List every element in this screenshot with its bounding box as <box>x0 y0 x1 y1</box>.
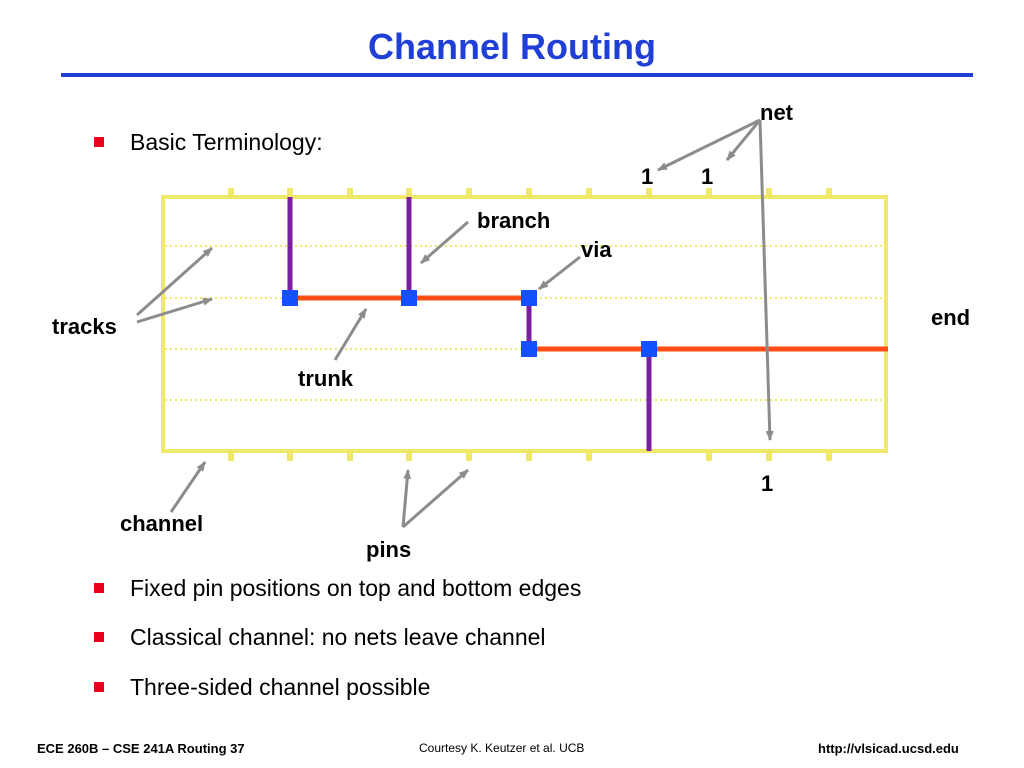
tracks <box>165 245 884 401</box>
top-pin <box>706 188 712 197</box>
top-pin <box>586 188 592 197</box>
via-square <box>521 290 537 306</box>
via-square <box>282 290 298 306</box>
channel-box <box>161 195 888 453</box>
bullet-text: Fixed pin positions on top and bottom ed… <box>130 575 582 601</box>
tracks-arrow <box>136 297 213 324</box>
bottom-pin <box>287 451 293 461</box>
bottom-pins <box>228 451 832 461</box>
branch-arrow <box>420 220 469 265</box>
via-square <box>521 341 537 357</box>
via-square <box>401 290 417 306</box>
label-top-pin-1: 1 <box>641 164 653 189</box>
label-via: via <box>581 237 612 262</box>
label-pins: pins <box>366 537 411 562</box>
bullet-text: Three-sided channel possible <box>130 674 431 700</box>
top-pins <box>228 188 832 197</box>
bottom-pin <box>228 451 234 461</box>
slide-title: Channel Routing <box>368 26 656 67</box>
top-pin <box>646 188 652 197</box>
label-net: net <box>760 100 794 125</box>
bullet-square-icon <box>94 632 104 642</box>
bottom-pin <box>526 451 532 461</box>
bullet-text: Basic Terminology: <box>130 129 323 155</box>
net-arrow <box>758 119 774 441</box>
bottom-pin <box>466 451 472 461</box>
label-end: end <box>931 305 970 330</box>
via-arrow <box>538 255 581 291</box>
bullet-square-icon <box>94 137 104 147</box>
footer-credit: Courtesy K. Keutzer et al. UCB <box>419 741 585 755</box>
tracks-arrow <box>136 246 213 317</box>
footer-course: ECE 260B – CSE 241A Routing 37 <box>37 741 245 756</box>
bullet-square-icon <box>94 583 104 593</box>
label-tracks: tracks <box>52 314 117 339</box>
net-arrow <box>657 118 761 172</box>
bullet-text: Classical channel: no nets leave channel <box>130 624 546 650</box>
bullet-square-icon <box>94 682 104 692</box>
top-pin <box>228 188 234 197</box>
via-square <box>641 341 657 357</box>
top-pin <box>347 188 353 197</box>
channel-arrow <box>169 461 207 513</box>
top-pin <box>406 188 412 197</box>
bottom-pin <box>766 451 772 461</box>
top-pin <box>826 188 832 197</box>
top-pin <box>287 188 293 197</box>
label-trunk: trunk <box>298 366 354 391</box>
pins-arrow <box>402 468 469 529</box>
bottom-pin <box>406 451 412 461</box>
bottom-pin <box>706 451 712 461</box>
footer-url: http://vlsicad.ucsd.edu <box>818 741 959 756</box>
label-top-pin-2: 1 <box>701 164 713 189</box>
label-channel: channel <box>120 511 203 536</box>
bottom-pin <box>826 451 832 461</box>
bottom-pin <box>347 451 353 461</box>
label-bottom-pin: 1 <box>761 471 773 496</box>
top-pin <box>466 188 472 197</box>
net-arrow <box>725 119 762 161</box>
pointer-arrows <box>136 118 774 529</box>
trunk-arrow <box>333 308 368 361</box>
title-underline <box>61 73 973 77</box>
pins-arrow <box>401 469 412 528</box>
top-pin <box>766 188 772 197</box>
bottom-pin <box>586 451 592 461</box>
top-pin <box>526 188 532 197</box>
label-branch: branch <box>477 208 550 233</box>
